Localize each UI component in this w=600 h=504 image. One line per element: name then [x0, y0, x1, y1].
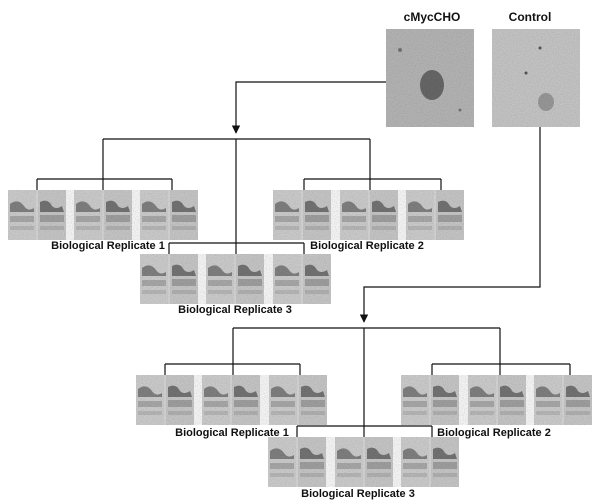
group-control: Biological Replicate 1 Biological Replic…: [136, 327, 592, 500]
g2-rep1-gels: [136, 375, 327, 425]
cmyc-image: [386, 29, 474, 127]
g1-rep3-label: Biological Replicate 3: [178, 304, 292, 316]
g1-rep1-gels: [8, 190, 198, 240]
g2-rep1-label: Biological Replicate 1: [175, 427, 289, 439]
cmyc-title: cMycCHO: [404, 10, 461, 24]
g1-rep1-label: Biological Replicate 1: [51, 240, 165, 252]
g1-rep2-label: Biological Replicate 2: [310, 240, 424, 252]
g1-rep2-gels: [273, 190, 464, 240]
g2-rep3-label: Biological Replicate 3: [301, 488, 415, 500]
control-title: Control: [509, 10, 552, 24]
group-cmyc: Biological Replicate 1 Biological Replic…: [8, 138, 464, 316]
control-image: [492, 29, 580, 127]
control-connector: [359, 127, 541, 323]
g1-rep3-gels: [140, 254, 331, 304]
g2-rep2-label: Biological Replicate 2: [437, 427, 551, 439]
g2-rep2-gels: [401, 375, 592, 425]
cmyc-connector: [231, 81, 386, 134]
g2-rep3-gels: [268, 437, 459, 487]
